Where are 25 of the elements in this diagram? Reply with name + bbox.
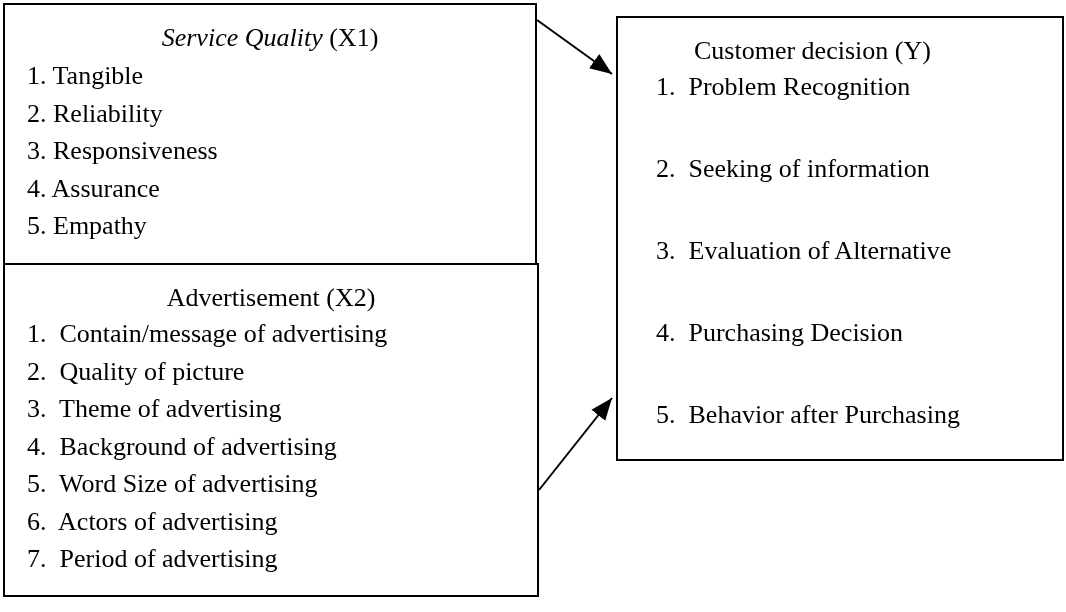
list-item: 2. Quality of picture bbox=[27, 356, 245, 387]
list-item: 5. Behavior after Purchasing bbox=[656, 400, 960, 430]
list-item: 3. Theme of advertising bbox=[27, 394, 282, 424]
list-item: 1. Tangible bbox=[27, 61, 144, 91]
concept-box bbox=[3, 263, 539, 597]
list-item: 5. Word Size of advertising bbox=[27, 469, 318, 499]
concept-box bbox=[3, 3, 537, 265]
list-item: 7. Period of advertising bbox=[27, 544, 278, 574]
list-item: 1. Problem Recognition bbox=[656, 72, 911, 102]
list-item: 2. Reliability bbox=[27, 98, 163, 129]
arrow bbox=[536, 19, 613, 75]
list-item: 3. Evaluation of Alternative bbox=[656, 236, 952, 266]
list-item: 4. Purchasing Decision bbox=[656, 318, 903, 348]
list-item: 6. Actors of advertising bbox=[27, 506, 278, 537]
list-item: 3. Responsiveness bbox=[27, 136, 218, 166]
box-heading: Advertisement (X2) bbox=[165, 283, 377, 313]
box-heading: Service Quality (X1) bbox=[160, 23, 380, 53]
list-item: 1. Contain/message of advertising bbox=[27, 319, 388, 349]
list-item: 5. Empathy bbox=[27, 211, 147, 241]
arrow bbox=[538, 397, 613, 491]
list-item: 4. Assurance bbox=[27, 173, 160, 204]
concept-box bbox=[616, 16, 1064, 461]
box-heading: Customer decision (Y) bbox=[694, 36, 931, 66]
list-item: 2. Seeking of information bbox=[656, 154, 930, 184]
list-item: 4. Background of advertising bbox=[27, 431, 337, 462]
